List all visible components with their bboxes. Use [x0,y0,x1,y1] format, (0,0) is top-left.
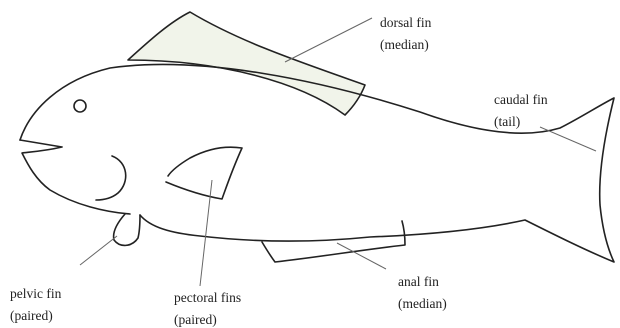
anal-fin-label: anal fin [398,274,439,289]
mouth [20,140,130,214]
pelvic-fin-label: pelvic fin [10,286,62,301]
dorsal-fin-label: dorsal fin [380,15,432,30]
pelvic-fin [114,214,140,245]
pectoral-fins-label: pectoral fins [174,290,241,305]
pectoral-fin [166,147,242,199]
dorsal-fin-leader [285,18,372,62]
caudal-fin-label: caudal fin [494,92,548,107]
anal-fin-sublabel: (median) [398,296,447,311]
caudal-fin-sublabel: (tail) [494,114,520,129]
anal-fin-leader [337,243,386,269]
dorsal-fin-sublabel: (median) [380,37,429,52]
eye [74,100,86,112]
dorsal-fin [128,12,365,115]
pectoral-fins-sublabel: (paired) [174,312,217,327]
pelvic-fin-sublabel: (paired) [10,308,53,323]
gill-curve [96,156,126,200]
caudal-fin-leader [540,127,596,151]
pelvic-fin-leader [80,236,117,265]
